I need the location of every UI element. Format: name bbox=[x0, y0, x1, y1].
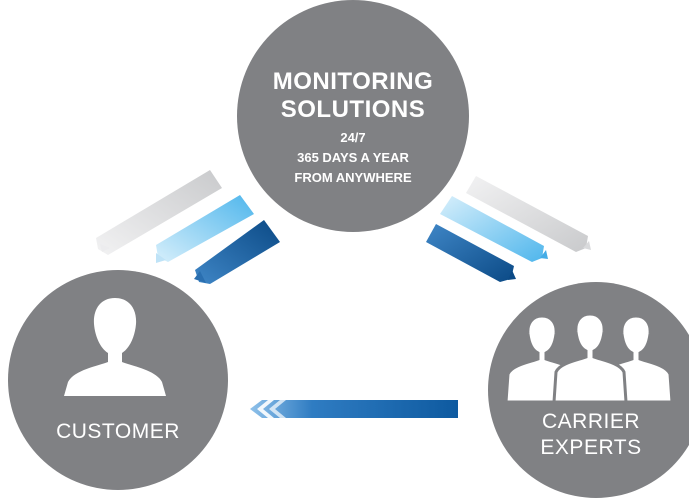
monitoring-availability: 24/7 bbox=[340, 130, 366, 145]
group-of-people-icon bbox=[504, 312, 674, 404]
left-dark-blue-arrow bbox=[194, 220, 280, 284]
monitoring-location: FROM ANYWHERE bbox=[294, 170, 412, 185]
customer-node: CUSTOMER bbox=[8, 270, 228, 490]
experts-label-line2: EXPERTS bbox=[540, 436, 642, 459]
monitoring-solutions-node: MONITORING SOLUTIONS 24/7 365 DAYS A YEA… bbox=[237, 0, 469, 232]
left-gray-arrow bbox=[96, 170, 222, 255]
monitoring-title-line2: SOLUTIONS bbox=[280, 96, 426, 123]
single-person-icon bbox=[64, 298, 166, 396]
arrows-layer bbox=[96, 170, 591, 418]
diagram: MONITORING SOLUTIONS 24/7 365 DAYS A YEA… bbox=[8, 0, 689, 498]
right-light-blue-arrow bbox=[440, 196, 548, 262]
right-dark-blue-arrow bbox=[426, 224, 516, 282]
left-light-blue-arrow bbox=[156, 195, 254, 263]
right-gray-arrow bbox=[466, 176, 591, 252]
monitoring-days: 365 DAYS A YEAR bbox=[297, 150, 409, 165]
monitoring-title-line1: MONITORING bbox=[272, 68, 434, 95]
experts-label-line1: CARRIER bbox=[541, 410, 640, 433]
customer-label: CUSTOMER bbox=[56, 420, 180, 443]
carrier-experts-node: CARRIER EXPERTS bbox=[488, 282, 689, 498]
bottom-arrow bbox=[250, 400, 458, 418]
